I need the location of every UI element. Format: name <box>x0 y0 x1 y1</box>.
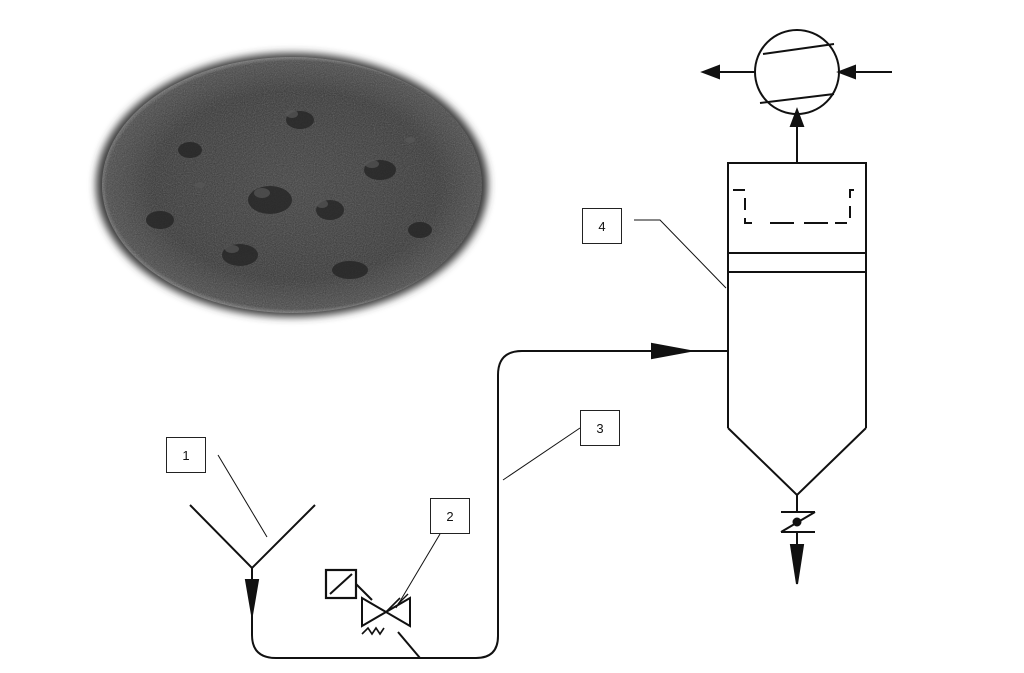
discharge-valve-icon <box>780 495 816 585</box>
fan-duct-arrow <box>789 107 805 127</box>
label-3: 3 <box>580 410 620 446</box>
label-4-text: 4 <box>598 218 606 234</box>
label-1-text: 1 <box>182 447 190 463</box>
pressure-regulating-valve-icon <box>324 568 411 636</box>
filter-separator-icon <box>727 162 867 497</box>
air-line <box>397 631 421 659</box>
feed-hopper-icon <box>189 504 316 635</box>
inlet-arrow <box>651 342 691 360</box>
powder-photo <box>96 53 488 317</box>
pipeline-bottom <box>251 350 728 659</box>
label-1: 1 <box>166 437 206 473</box>
exhaust-fan-icon <box>700 29 892 115</box>
label-2-text: 2 <box>446 508 454 524</box>
label-3-text: 3 <box>596 420 604 436</box>
label-2: 2 <box>430 498 470 534</box>
leader-lines <box>217 219 727 609</box>
label-4: 4 <box>582 208 622 244</box>
